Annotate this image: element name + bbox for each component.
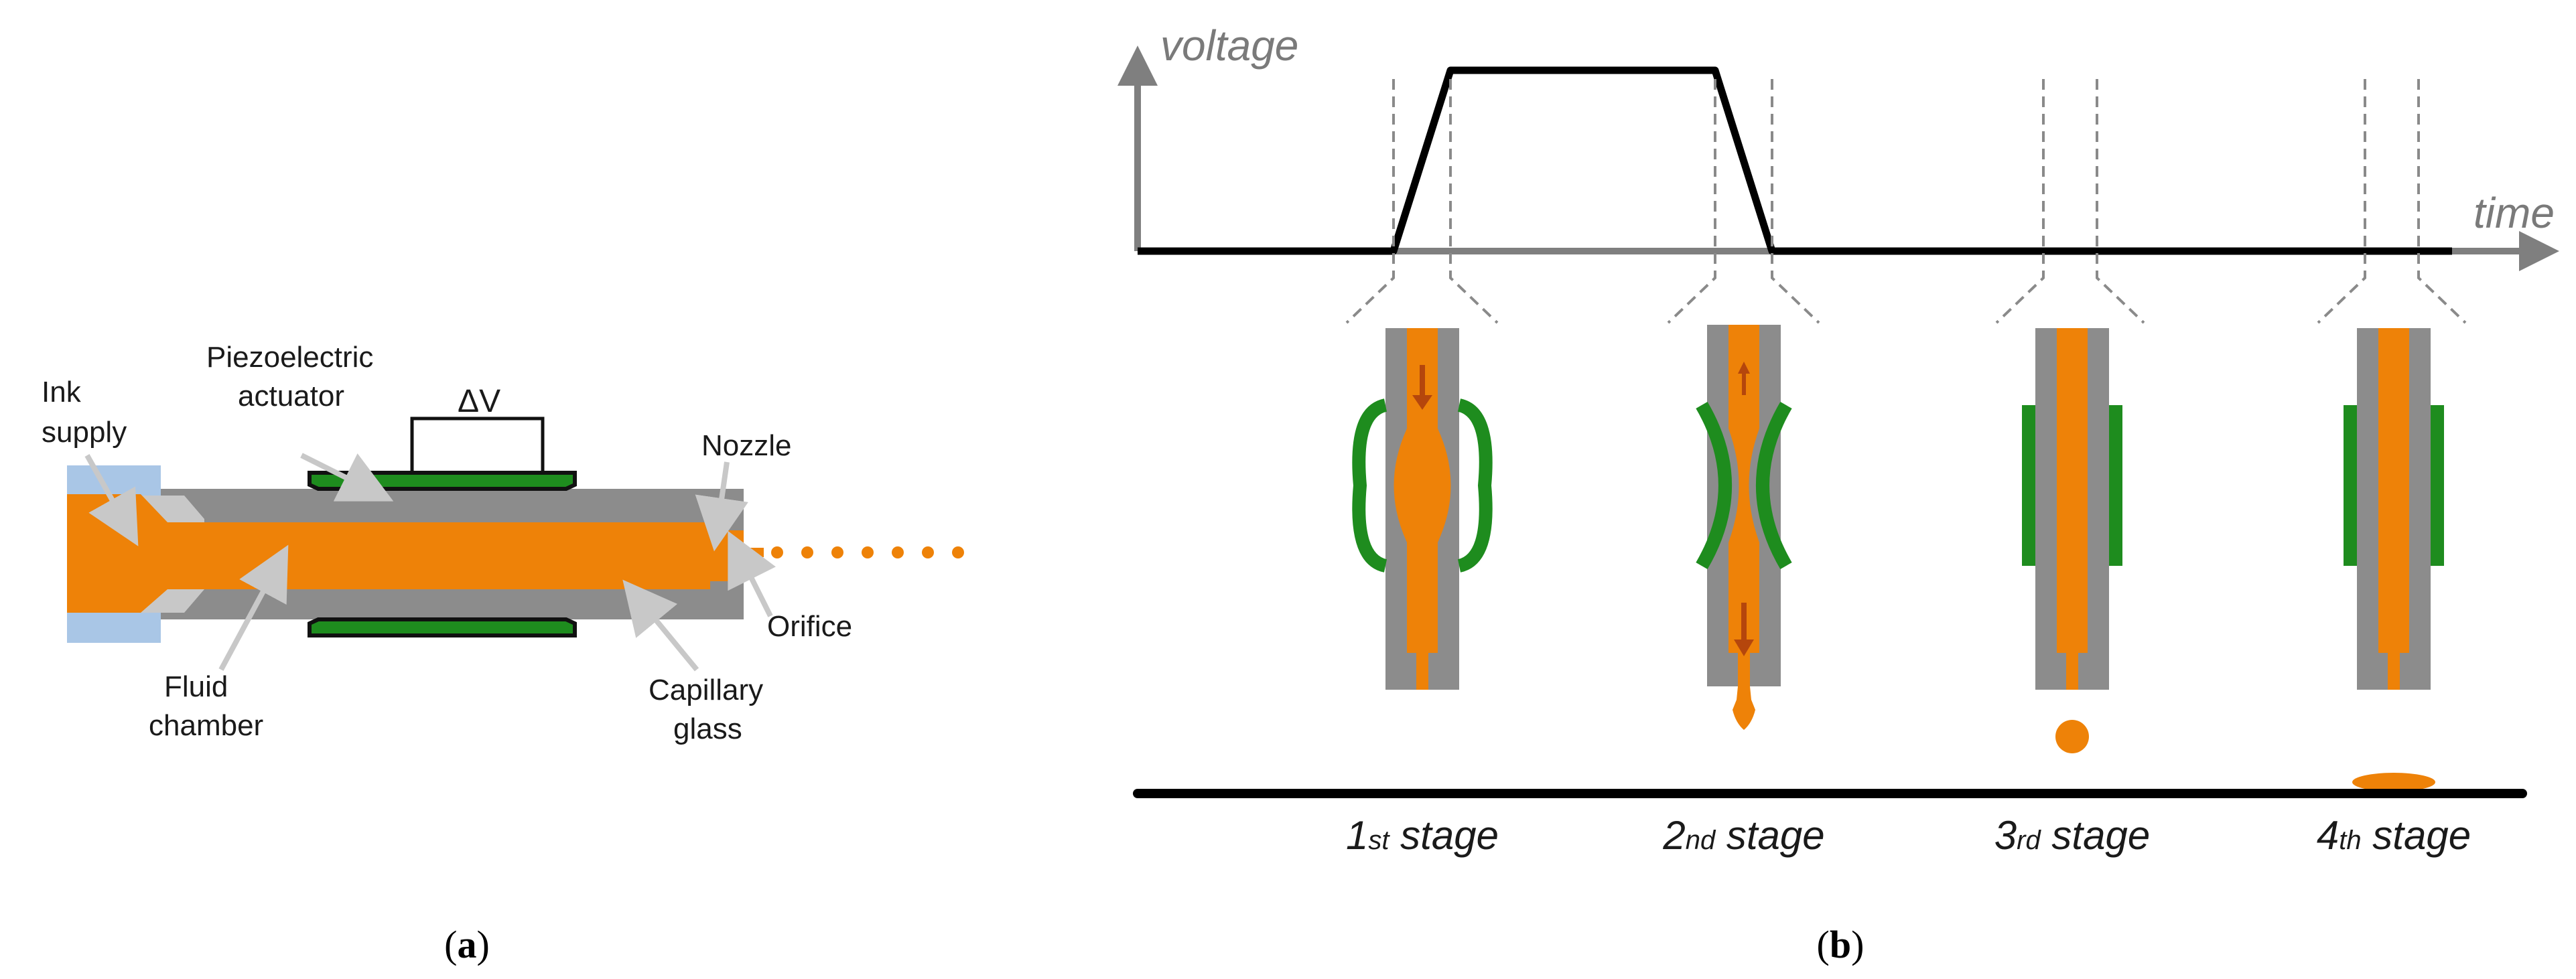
nozzle-stage-2	[1696, 325, 1792, 730]
x-axis-label: time	[2473, 189, 2555, 237]
label-fluid-line2: chamber	[149, 709, 263, 742]
label-piezo-line1: Piezoelectric	[206, 341, 373, 374]
y-axis-label: voltage	[1160, 21, 1298, 70]
piezo-actuator-bottom	[308, 617, 577, 637]
label-piezo-line2: actuator	[238, 380, 344, 412]
droplet	[892, 546, 904, 558]
droplet	[831, 546, 843, 558]
stage-label-3: 3rd stage	[1994, 813, 2150, 858]
droplet	[801, 546, 813, 558]
nozzle-stage-1	[1352, 328, 1493, 690]
nozzle-jet	[744, 548, 764, 557]
label-ink-supply-line2: supply	[42, 416, 127, 449]
droplet	[952, 546, 964, 558]
panel-a: Ink supply Piezoelectric actuator ΔV Noz…	[42, 341, 964, 966]
stage-label-2: 2nd stage	[1662, 813, 1824, 858]
label-capillary-line2: glass	[673, 712, 742, 745]
label-ink-supply-line1: Ink	[42, 376, 82, 408]
panel-a-caption: (a)	[444, 923, 490, 966]
stage-label-1: 1st stage	[1346, 813, 1499, 858]
droplet	[862, 546, 874, 558]
ejected-droplets	[771, 546, 964, 558]
nozzle-stage-4	[2344, 328, 2444, 792]
nozzle-stage-3	[2022, 328, 2122, 753]
panel-b: voltage time	[1117, 21, 2559, 966]
fluid-chamber	[67, 494, 744, 613]
pointer-arrows	[84, 453, 776, 672]
delta-v-wire	[410, 417, 545, 473]
stage-label-4: 4th stage	[2317, 813, 2471, 858]
panel-b-caption: (b)	[1817, 923, 1865, 966]
label-capillary-line1: Capillary	[649, 674, 763, 706]
label-nozzle: Nozzle	[701, 429, 792, 462]
voltage-waveform	[1138, 66, 2452, 255]
label-orifice: Orifice	[767, 610, 852, 643]
droplet	[771, 546, 783, 558]
flying-droplet	[2055, 720, 2089, 753]
droplet	[922, 546, 934, 558]
deposited-droplet	[2352, 773, 2435, 792]
label-fluid-line1: Fluid	[164, 670, 228, 703]
label-delta-v: ΔV	[458, 384, 500, 419]
stage-guides	[1345, 79, 2467, 324]
